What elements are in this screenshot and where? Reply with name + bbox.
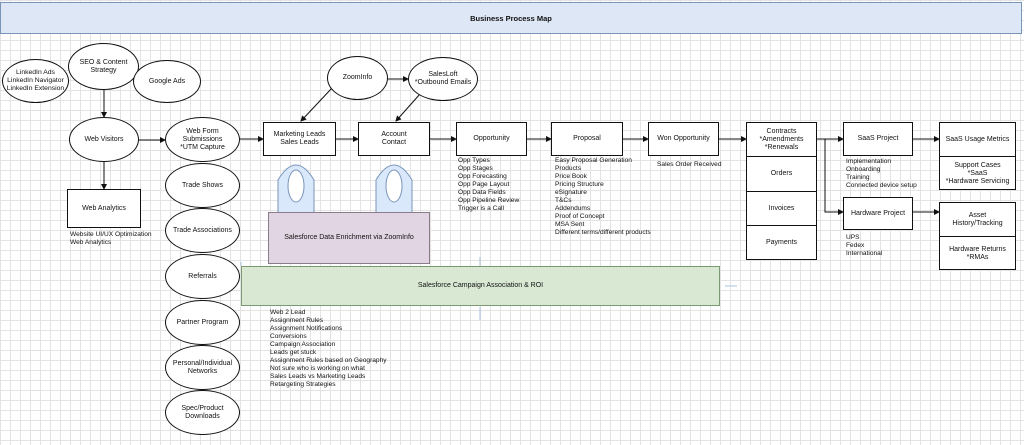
arrow-contracts-to-hardware <box>824 139 844 215</box>
hardware-returns-cell: Hardware Returns *RMAs <box>949 245 1006 261</box>
opportunity-node: Opportunity <box>456 122 527 156</box>
hardware-project-node: Hardware Project <box>843 197 913 230</box>
saas-project-notes: Implementation Onboarding Training Conne… <box>846 158 917 189</box>
proposal-node: Proposal <box>551 122 623 156</box>
salesloft-node: SalesLoft *Outbound Emails <box>408 57 478 101</box>
won-opportunity-node: Won Opportunity <box>648 122 719 156</box>
data-enrichment-bar: Salesforce Data Enrichment via ZoomInfo <box>268 212 430 264</box>
web-analytics-node: Web Analytics <box>67 189 141 228</box>
asset-history-cell: Asset History/Tracking <box>940 203 1015 237</box>
marketing-leads-node: Marketing Leads Sales Leads <box>263 122 336 156</box>
web-form-node: Web Form Submissions *UTM Capture <box>165 117 240 162</box>
arrow-zoominfo-to-leads <box>300 87 333 122</box>
web-visitors-node: Web Visitors <box>69 117 139 162</box>
contracts-stack: Contracts *Amendments *Renewals Orders I… <box>746 122 817 260</box>
proposal-notes: Easy Proposal Generation Products Price … <box>555 157 651 236</box>
saas-project-node: SaaS Project <box>843 122 913 156</box>
hardware-project-notes: UPS Fedex International <box>846 234 883 257</box>
header-title: Business Process Map <box>0 2 1022 34</box>
trade-associations-node: Trade Associations <box>165 208 240 253</box>
partner-program-node: Partner Program <box>165 300 240 345</box>
contracts-cell: Contracts *Amendments *Renewals <box>747 123 816 157</box>
lead-process-notes: Web 2 Lead Assignment Rules Assignment N… <box>270 309 387 388</box>
asset-stack: Asset History/Tracking Hardware Returns … <box>939 202 1016 270</box>
invoices-cell: Invoices <box>747 192 816 226</box>
trade-shows-node: Trade Shows <box>165 163 240 208</box>
referrals-node: Referrals <box>165 254 240 299</box>
arrow-salesloft-to-contact <box>395 93 421 122</box>
zoominfo-node: ZoomInfo <box>327 56 388 100</box>
personal-networks-node: Personal/Individual Networks <box>165 345 240 390</box>
payments-cell: Payments <box>765 239 798 246</box>
support-cases-cell: Support Cases *SaaS *Hardware Servicing <box>945 161 1010 185</box>
website-optimization-note: Website UI/UX Optimization Web Analytics <box>70 231 152 246</box>
spec-downloads-node: Spec/Product Downloads <box>165 390 240 435</box>
campaign-roi-bar: Salesforce Campaign Association & ROI <box>241 266 720 306</box>
linkedin-node: LinkedIn Ads LinkedIn Navigator LinkedIn… <box>2 59 69 103</box>
opportunity-notes: Opp Types Opp Stages Opp Forecasting Opp… <box>458 157 520 212</box>
sales-order-note: Sales Order Received <box>657 161 722 168</box>
google-ads-node: Google Ads <box>133 60 201 103</box>
seo-node: SEO & Content Strategy <box>68 43 139 90</box>
account-contact-node: Account Contact <box>358 122 430 156</box>
saas-metrics-cell: SaaS Usage Metrics <box>940 123 1015 157</box>
saas-metrics-stack: SaaS Usage Metrics Support Cases *SaaS *… <box>939 122 1016 190</box>
orders-cell: Orders <box>747 157 816 192</box>
